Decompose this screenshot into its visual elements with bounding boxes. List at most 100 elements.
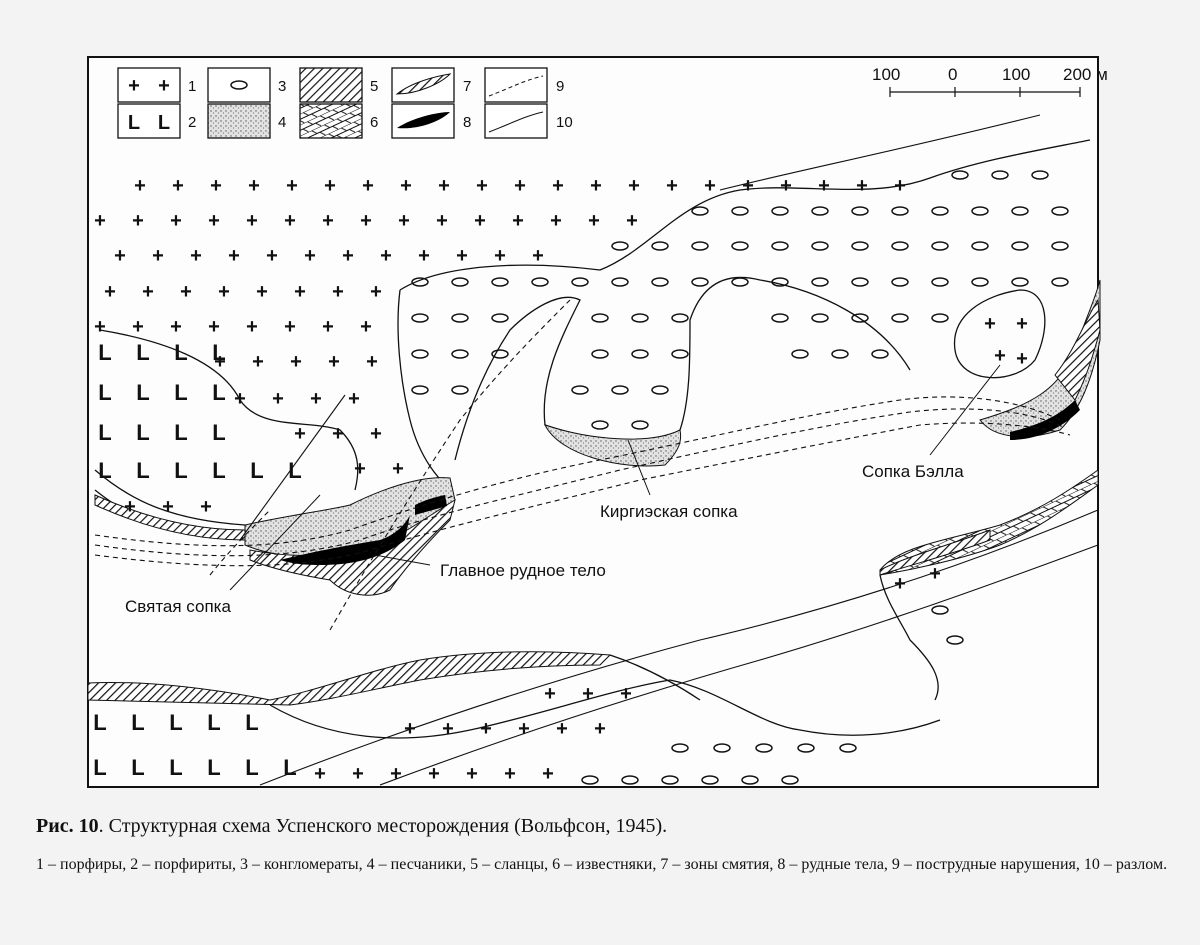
porphyry-symbol: + [742,175,754,197]
legend-key-7: 7 [391,67,471,103]
porphyrite-symbol: L [283,755,296,780]
porphyry-symbol: + [180,281,192,303]
post-ore-faults [94,299,1071,631]
conglomerate-symbol [946,635,964,645]
porphyry-symbol: + [272,388,284,410]
porphyrite-symbol: L [288,458,301,483]
conglomerate-symbol [411,313,429,323]
scale-tick-3: 100 [1002,65,1030,84]
conglomerate-symbol [451,385,469,395]
porphyrite-symbol: L [131,710,144,735]
porphyry-symbol: + [322,316,334,338]
legend-num-10: 10 [556,114,573,131]
legend-key-10: 10 [484,103,573,139]
porphyry-symbol: + [418,245,430,267]
porphyry-symbol: + [342,245,354,267]
legend-key-3: 3 [207,67,286,103]
porphyrite-symbol: L [136,340,149,365]
porphyry-symbol: + [362,175,374,197]
conglomerate-symbol [891,313,909,323]
porphyry-symbol: + [142,281,154,303]
porphyry-symbol: + [294,423,306,445]
conglomerate-symbol [571,385,589,395]
main-faults [239,114,1099,786]
porphyry-symbol: + [324,175,336,197]
conglomerate-symbol [931,277,949,287]
conglomerate-symbol [851,313,869,323]
legend-key-6: 6 [299,103,378,139]
conglomerate-symbol [851,277,869,287]
scale-tick-4: 200 м [1063,65,1108,84]
conglomerate-symbol [891,277,909,287]
porphyrite-symbol: L [174,340,187,365]
porphyry-symbol: + [360,316,372,338]
porphyry-symbol: + [354,458,366,480]
porphyrite-symbol: L [212,420,225,445]
map-frame [87,56,1099,788]
conglomerate-symbol [661,775,679,785]
conglomerate-symbol [1011,206,1029,216]
conglomerate-symbol [1051,206,1069,216]
porphyry-symbol: + [132,210,144,232]
legend-num-1: 1 [188,78,196,95]
label-kirgiz-sopka: Киргиэская сопка [600,502,738,521]
porphyry-symbol: + [290,351,302,373]
porphyry-symbol: + [436,210,448,232]
conglomerate-symbol [451,349,469,359]
porphyry-symbol: + [984,313,996,335]
conglomerate-symbol [731,277,749,287]
conglomerate-symbol [811,206,829,216]
porphyry-symbol: + [352,763,364,785]
conglomerate-symbol [951,170,969,180]
porphyry-symbol: + [494,245,506,267]
porphyrite-symbol: L [245,755,258,780]
conglomerate-symbol [631,420,649,430]
porphyry-symbol: + [170,316,182,338]
porphyry-symbol: + [392,458,404,480]
porphyrite-symbol: L [212,458,225,483]
conglomerate-symbol [411,385,429,395]
conglomerate-symbol [871,349,889,359]
conglomerate-symbol [891,241,909,251]
porphyry-symbol: + [474,210,486,232]
porphyry-symbol: + [348,388,360,410]
conglomerate-symbol [531,277,549,287]
conglomerate-symbol [491,277,509,287]
legend-num-4: 4 [278,114,286,131]
porphyry-symbol: + [170,210,182,232]
legend-num-5: 5 [370,78,378,95]
porphyry-symbol: + [246,316,258,338]
porphyry-symbol: + [442,718,454,740]
conglomerate-symbol [411,349,429,359]
porphyry-symbol: + [1016,348,1028,370]
porphyry-symbol: + [542,763,554,785]
porphyry-symbol: + [590,175,602,197]
porphyrite-symbol: L [136,458,149,483]
porphyry-symbol: + [210,175,222,197]
legend-key-1: ++1 [117,67,196,103]
legend-key-5: 5 [299,67,378,103]
conglomerate-symbol [791,349,809,359]
porphyry-symbol: + [894,573,906,595]
porphyrite-symbol: L [207,755,220,780]
porphyry-symbol: + [894,175,906,197]
porphyry-symbol: + [512,210,524,232]
porphyry-symbol: + [252,351,264,373]
scale-tick-2: 0 [948,65,957,84]
porphyry-symbol: + [476,175,488,197]
conglomerate-symbol [631,313,649,323]
porphyrite-symbol: L [131,755,144,780]
porphyrite-symbol: L [212,380,225,405]
figure-caption: Рис. 10. Структурная схема Успенского ме… [36,815,1176,838]
leader-lines [229,364,1001,591]
conglomerate-symbol [771,206,789,216]
svg-text:L: L [128,112,140,134]
porphyry-symbol: + [514,175,526,197]
porphyry-symbol: + [228,245,240,267]
porphyry-symbol: + [518,718,530,740]
porphyry-symbol: + [856,175,868,197]
porphyry-symbol: + [556,718,568,740]
porphyry-symbol: + [266,245,278,267]
label-main-ore-body: Главное рудное тело [440,561,606,580]
porphyry-symbol: + [284,316,296,338]
